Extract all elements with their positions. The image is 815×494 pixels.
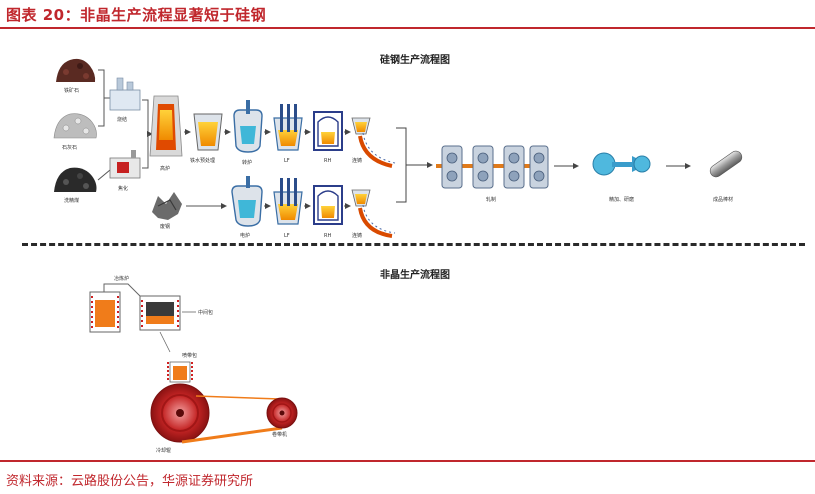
top-rule bbox=[0, 27, 815, 29]
holding-furnace-label: 中间包 bbox=[198, 309, 213, 316]
winding-roll-icon bbox=[266, 397, 298, 429]
rh-bottom-label: RH bbox=[324, 233, 331, 239]
holding-furnace-icon bbox=[139, 295, 181, 331]
product-label: 成品棒材 bbox=[713, 196, 733, 203]
coking-label: 焦化 bbox=[118, 185, 128, 192]
nozzle-bag-label: 喷带包 bbox=[182, 352, 197, 359]
smelting-furnace-icon bbox=[89, 283, 141, 333]
lf-furnace-bottom-icon bbox=[273, 178, 303, 225]
rh-label: RH bbox=[324, 158, 331, 164]
rh-vessel-bottom-icon bbox=[313, 185, 343, 225]
pretreatment-ladle-icon bbox=[193, 113, 223, 151]
limestone-pile bbox=[53, 113, 97, 139]
casting-top-label: 连铸 bbox=[352, 157, 362, 164]
lf-label: LF bbox=[284, 158, 290, 164]
smelting-furnace-label: 冶炼炉 bbox=[114, 275, 129, 282]
iron-ore-label: 铁矿石 bbox=[64, 87, 79, 94]
coal-pile bbox=[54, 167, 97, 192]
electric-furnace-label: 电炉 bbox=[240, 232, 250, 239]
coking-plant-icon bbox=[109, 150, 141, 179]
source-note: 资料来源：云路股份公告，华源证券研究所 bbox=[6, 474, 254, 489]
lf-furnace-icon bbox=[273, 104, 303, 151]
finished-bar-icon bbox=[709, 150, 743, 178]
converter-icon bbox=[233, 100, 263, 153]
rolling-mill-icon bbox=[436, 145, 549, 189]
electric-furnace-icon bbox=[231, 176, 263, 227]
coal-label: 洗精煤 bbox=[64, 197, 79, 204]
continuous-caster-top-icon bbox=[351, 117, 396, 168]
rolling-label: 轧制 bbox=[486, 196, 496, 203]
iron-ore-pile bbox=[56, 58, 96, 82]
limestone-label: 石灰石 bbox=[62, 144, 77, 151]
casting-bottom-label: 连铸 bbox=[352, 232, 362, 239]
cooling-roll-label: 冷却辊 bbox=[156, 447, 171, 454]
converter-label: 转炉 bbox=[242, 159, 252, 166]
cooling-roll-icon bbox=[150, 383, 210, 443]
finishing-grinding-icon bbox=[592, 152, 651, 176]
continuous-caster-bottom-icon bbox=[351, 189, 396, 238]
blast-furnace-icon bbox=[149, 95, 183, 157]
blast-furnace-label: 高炉 bbox=[160, 165, 170, 172]
sintering-plant-icon bbox=[109, 77, 141, 111]
figure-heading: 图表 20：非晶生产流程显著短于硅钢 bbox=[6, 6, 267, 24]
section-divider bbox=[22, 243, 805, 246]
pretreatment-label: 铁水预处理 bbox=[190, 157, 215, 164]
nozzle-bag-icon bbox=[167, 361, 193, 383]
rh-vessel-icon bbox=[313, 111, 343, 151]
scrap-steel-icon bbox=[152, 192, 182, 220]
scrap-label: 废钢 bbox=[160, 223, 170, 230]
silicon-section-title: 硅钢生产流程图 bbox=[380, 55, 450, 66]
winding-roll-label: 卷带机 bbox=[272, 431, 287, 438]
finishing-label: 精加、研磨 bbox=[609, 196, 634, 203]
amorphous-section-title: 非晶生产流程图 bbox=[380, 270, 450, 281]
sintering-label: 烧结 bbox=[117, 116, 127, 123]
bottom-rule bbox=[0, 460, 815, 462]
lf-bottom-label: LF bbox=[284, 233, 290, 239]
